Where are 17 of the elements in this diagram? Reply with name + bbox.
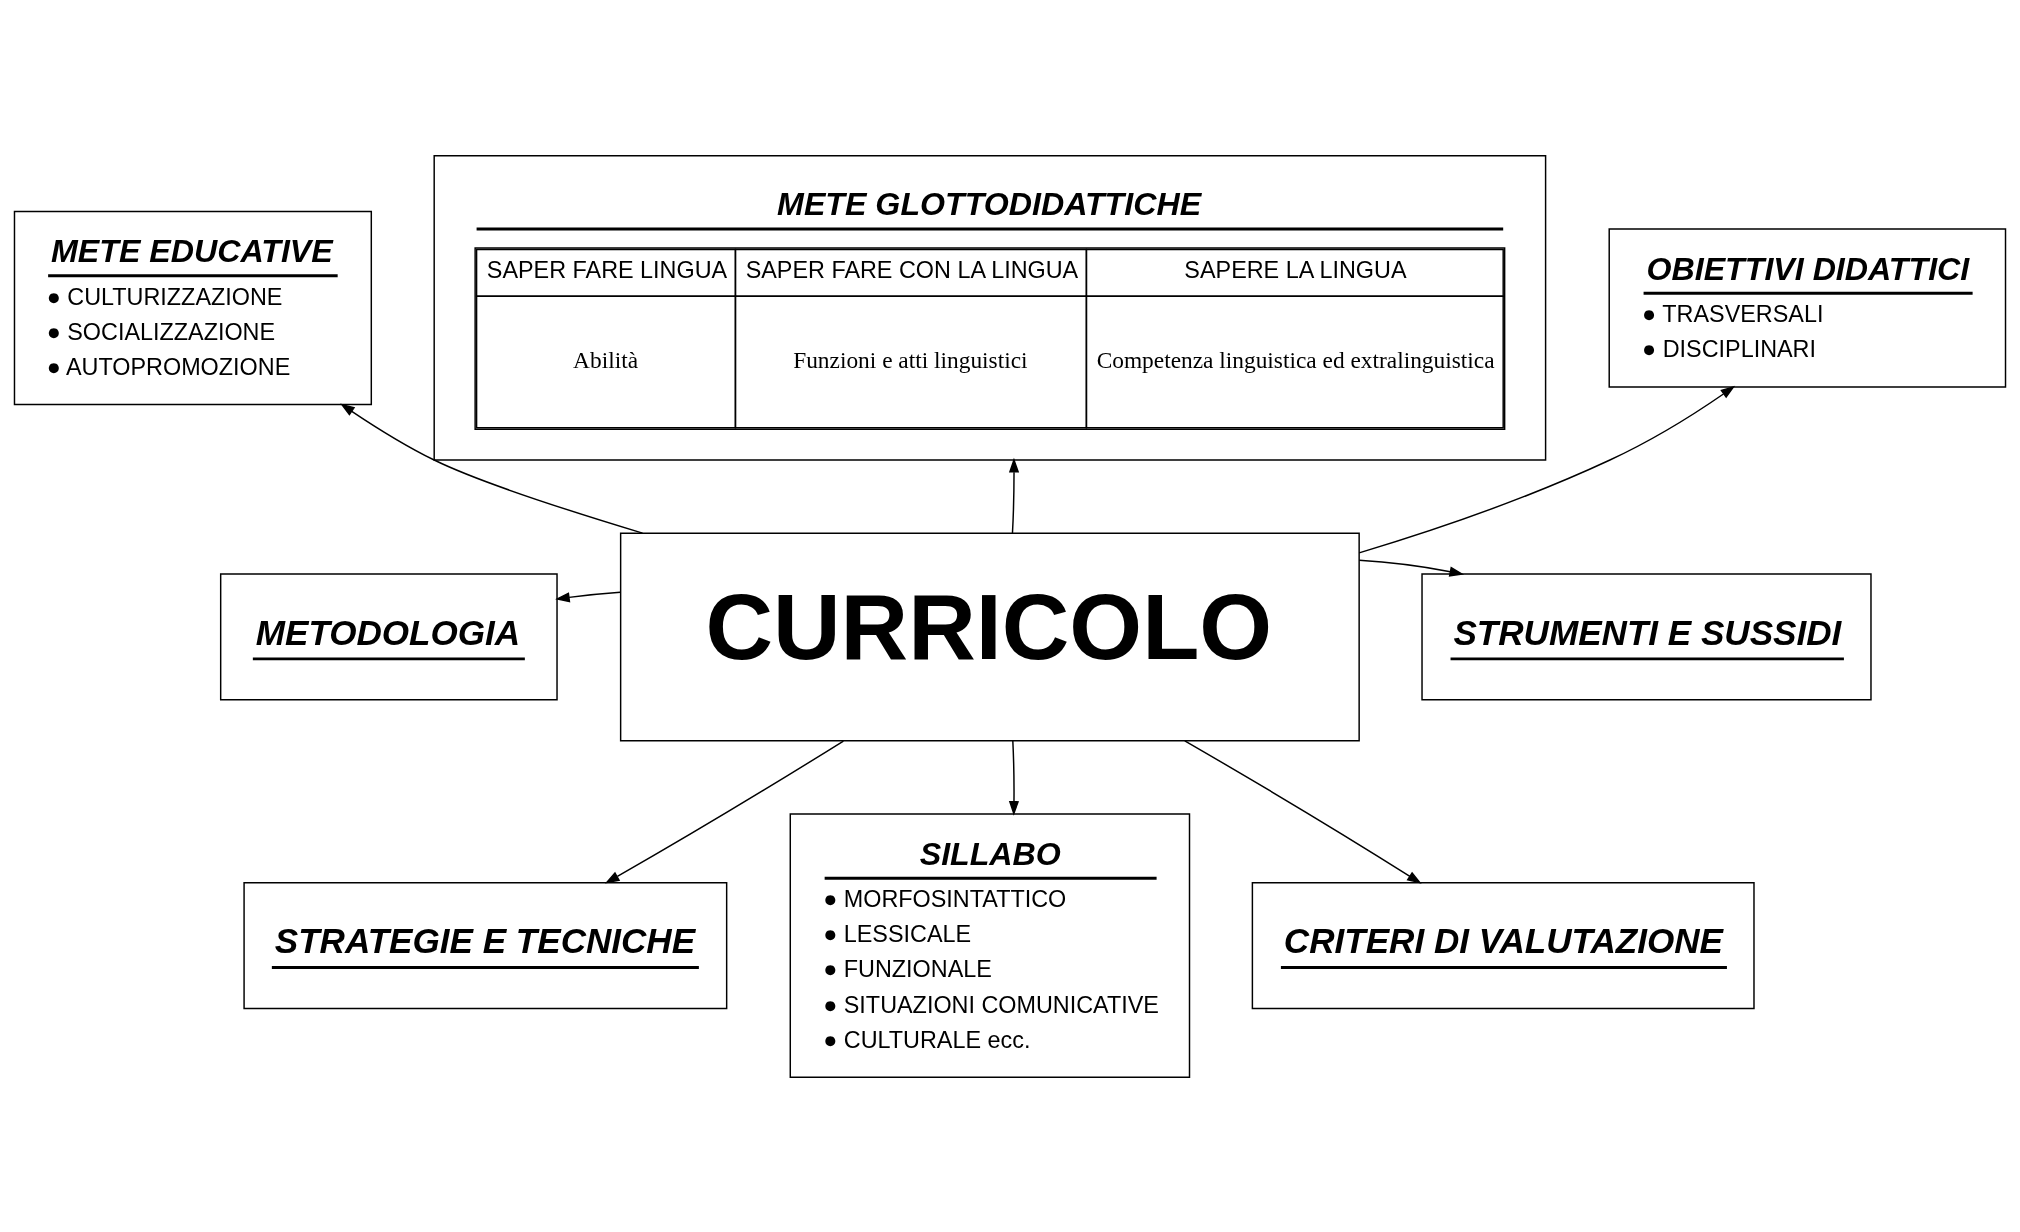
node-box: METE GLOTTODIDATTICHE SAPER FARE LINGUA SAPER FARE CON LA LINGUA SAPERE LA LINGUA Abilità Funzioni e atti linguistici Competenza linguistica ed extralinguistica <box>433 154 1547 461</box>
node-box: CURRICOLO <box>619 531 1360 742</box>
node-box: METE EDUCATIVE ● CULTURIZZAZIONE ● SOCIALIZZAZIONE ● AUTOPROMOZIONE <box>13 210 373 405</box>
node-box: CRITERI DI VALUTAZIONE <box>1251 881 1755 1009</box>
arrow <box>1184 739 1422 884</box>
arrow <box>555 591 621 602</box>
arrow <box>1358 559 1465 577</box>
arrow <box>1358 385 1736 554</box>
arrow <box>1008 739 1020 816</box>
node-box: OBIETTIVI DIDATTICI ● TRASVERSALI ● DISCIPLINARI <box>1608 227 2007 388</box>
arrow <box>1008 457 1020 534</box>
arrow <box>604 739 845 884</box>
node-box: METODOLOGIA <box>219 572 558 701</box>
arrow <box>340 402 644 534</box>
node-box: STRUMENTI E SUSSIDI <box>1421 572 1872 701</box>
node-box: STRATEGIE E TECNICHE <box>243 881 728 1009</box>
node-box: SILLABO ● MORFOSINTATTICO ● LESSICALE ● FUNZIONALE ● SITUAZIONI COMUNICATIVE ● CULTURALE ecc. <box>789 812 1191 1078</box>
